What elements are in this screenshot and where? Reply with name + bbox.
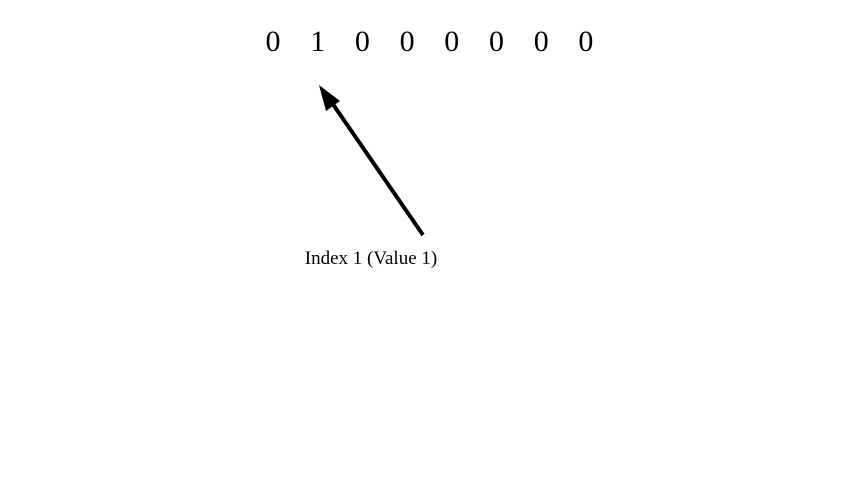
array-cell-2: 0 (355, 25, 370, 58)
array-cell-0: 0 (266, 25, 281, 58)
annotation-label: Index 1 (Value 1) (305, 248, 437, 269)
array-cell-5: 0 (489, 25, 504, 58)
array-cell-1: 1 (310, 25, 325, 58)
arrowhead-icon (319, 85, 340, 111)
array-cell-7: 0 (578, 25, 593, 58)
array-cell-3: 0 (400, 25, 415, 58)
array-cell-6: 0 (534, 25, 549, 58)
array-cell-4: 0 (444, 25, 459, 58)
pointer-arrow (319, 85, 425, 237)
